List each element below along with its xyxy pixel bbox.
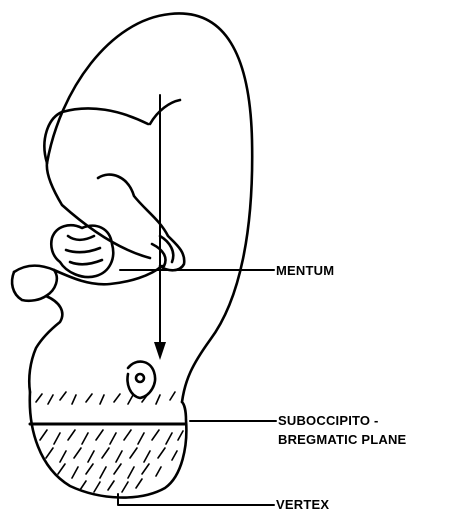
axis-arrow-head (154, 342, 166, 360)
suboccipito-label-line1: SUBOCCIPITO - (278, 413, 379, 429)
head-outline (30, 392, 187, 498)
face-profile (14, 266, 62, 392)
fingers (66, 236, 102, 264)
toes (152, 236, 173, 266)
mentum-label: MENTUM (276, 263, 334, 279)
vertex-label: VERTEX (276, 497, 329, 513)
ear (128, 362, 156, 398)
ear-canal (136, 374, 144, 382)
suboccipito-label-line2: BREGMATIC PLANE (278, 432, 406, 448)
body-outline (47, 13, 252, 402)
mouth (12, 272, 46, 301)
upper-fold (150, 100, 180, 124)
